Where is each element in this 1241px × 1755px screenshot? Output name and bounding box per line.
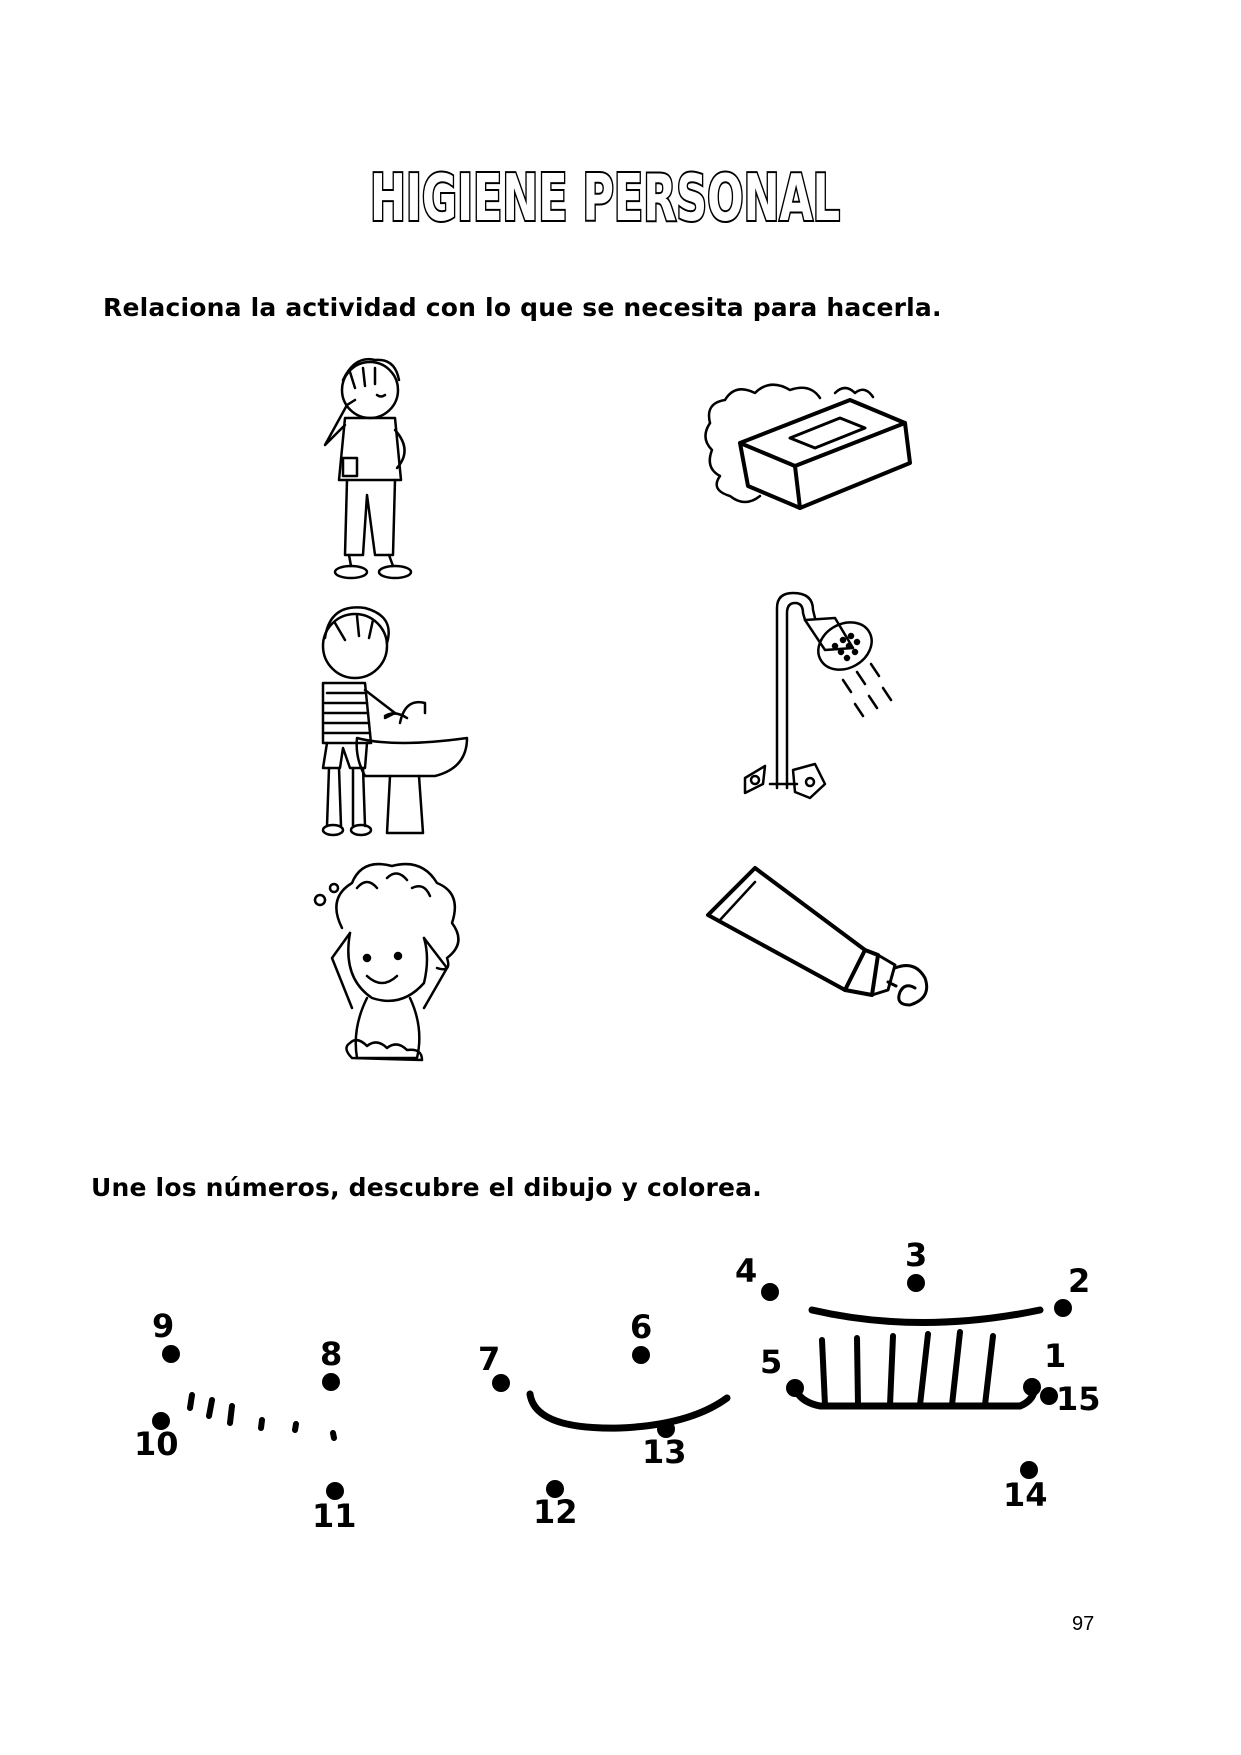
child-washing-hair-icon: [313, 862, 460, 1062]
activity-brushing-teeth: [315, 350, 425, 585]
dot-8[interactable]: [322, 1373, 340, 1391]
dot-label-1: 1: [1044, 1337, 1066, 1375]
dot-14[interactable]: [1020, 1461, 1038, 1479]
page-title: HIGIENE PERSONAL: [0, 150, 1241, 240]
instruction-match: Relaciona la actividad con lo que se nec…: [103, 293, 942, 322]
dot-label-5: 5: [760, 1343, 782, 1381]
dot-9[interactable]: [162, 1345, 180, 1363]
instruction-connect-dots: Une los números, descubre el dibujo y co…: [91, 1173, 762, 1202]
dot-2[interactable]: [1054, 1299, 1072, 1317]
item-toothpaste: [700, 860, 940, 1035]
dot-label-11: 11: [312, 1497, 357, 1535]
guide-stroke-end: [187, 1392, 337, 1441]
page-number: 97: [1072, 1613, 1095, 1635]
dot-label-10: 10: [134, 1425, 179, 1463]
activity-washing-hair: [312, 858, 472, 1073]
dot-13[interactable]: [657, 1420, 675, 1438]
activity-washing-hands: [295, 598, 475, 843]
dot-5[interactable]: [786, 1379, 804, 1397]
dot-7[interactable]: [492, 1374, 510, 1392]
dot-1[interactable]: [1023, 1378, 1041, 1396]
shower-icon: [743, 591, 893, 800]
soap-bar-icon: [704, 383, 912, 510]
guide-stroke-bristles: [819, 1329, 996, 1408]
item-shower: [735, 588, 915, 813]
dot-label-2: 2: [1068, 1262, 1090, 1300]
dot-label-3: 3: [905, 1236, 927, 1274]
dot-12[interactable]: [546, 1480, 564, 1498]
dot-10[interactable]: [152, 1412, 170, 1430]
dot-label-15: 15: [1056, 1380, 1101, 1418]
boy-washing-hands-icon: [321, 606, 469, 837]
dot-4[interactable]: [761, 1283, 779, 1301]
dot-label-7: 7: [478, 1340, 500, 1378]
dot-6[interactable]: [632, 1346, 650, 1364]
guide-stroke-top: [808, 1306, 1044, 1326]
guide-stroke-base: [791, 1381, 1039, 1410]
dot-3[interactable]: [907, 1274, 925, 1292]
dot-label-8: 8: [320, 1335, 342, 1373]
dot-label-6: 6: [630, 1308, 652, 1346]
dot-label-13: 13: [642, 1433, 687, 1471]
boy-brushing-teeth-icon: [323, 357, 413, 580]
connect-the-dots: 1 2 3 4 5 6 7 8 9 10 11 12 13 14 15: [0, 1230, 1241, 1590]
guide-stroke-handle: [526, 1390, 731, 1432]
dot-label-12: 12: [533, 1493, 578, 1531]
dot-label-9: 9: [152, 1307, 174, 1345]
dot-label-14: 14: [1003, 1476, 1048, 1514]
dot-label-4: 4: [735, 1252, 757, 1290]
item-soap: [700, 378, 920, 518]
dot-11[interactable]: [326, 1482, 344, 1500]
toothpaste-tube-icon: [706, 866, 929, 1007]
dot-15[interactable]: [1040, 1387, 1058, 1405]
page-title-text: HIGIENE PERSONAL: [370, 162, 840, 236]
